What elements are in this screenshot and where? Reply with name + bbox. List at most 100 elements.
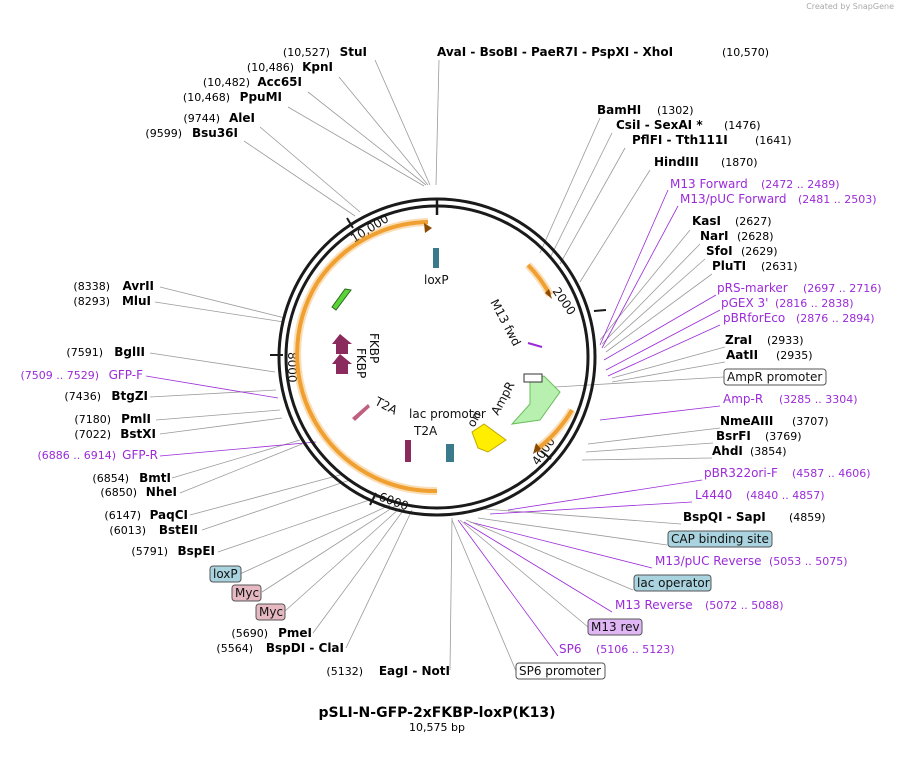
backbone bbox=[270, 197, 607, 517]
plasmid-length: 10,575 bp bbox=[409, 721, 465, 734]
left-primer-pos-0: (7509 .. 7529) bbox=[20, 369, 99, 382]
right-site-11: BsrFI bbox=[716, 429, 751, 443]
ampr-arrow bbox=[510, 375, 561, 425]
right-site-pos-1: (1476) bbox=[724, 119, 761, 132]
inner-label-ampr: AmpR bbox=[488, 379, 517, 417]
left-site-pos-17: (5690) bbox=[231, 627, 268, 640]
top-site-names: AvaI - BsoBI - PaeR7I - PspXI - XhoI bbox=[437, 45, 673, 59]
left-site-pos-10: (7180) bbox=[74, 413, 111, 426]
box-lac-operator: lac operator bbox=[633, 574, 712, 592]
right-primer-pos-7: (4840 .. 4857) bbox=[746, 489, 825, 502]
left-site-pos-19: (5132) bbox=[326, 665, 363, 678]
box-sp6-promoter: SP6 promoter bbox=[515, 662, 606, 680]
left-site-8: BglII bbox=[114, 345, 145, 359]
box-myc-2-label: Myc bbox=[259, 605, 283, 619]
box-myc-1: Myc bbox=[231, 584, 262, 602]
inner-features bbox=[331, 248, 561, 462]
left-site-12: BmtI bbox=[139, 471, 171, 485]
box-cap-binding-site: CAP binding site bbox=[667, 530, 773, 548]
plasmid-name: pSLI-N-GFP-2xFKBP-loxP(K13) bbox=[319, 705, 556, 721]
left-site-19: EagI - NotI bbox=[379, 664, 450, 678]
left-site-pos-2: (10,482) bbox=[203, 76, 250, 89]
right-site-4: KasI bbox=[692, 214, 721, 228]
right-site-12: AhdI bbox=[712, 444, 743, 458]
right-site-pos-3: (1870) bbox=[721, 156, 758, 169]
right-site-2: PflFI - Tth111I bbox=[632, 133, 728, 147]
inner-label-loxp: loxP bbox=[424, 273, 449, 287]
left-site-0: StuI bbox=[340, 45, 367, 59]
right-site-pos-9: (2935) bbox=[776, 349, 813, 362]
right-primer-pos-9: (5072 .. 5088) bbox=[705, 599, 784, 612]
inner-label-fkbp-2: FKBP bbox=[354, 348, 368, 378]
inner-label-fkbp-1: FKBP bbox=[367, 333, 381, 363]
right-site-13: BspQI - SapI bbox=[683, 510, 766, 524]
left-site-pos-16: (5791) bbox=[131, 545, 168, 558]
left-site-pos-6: (8338) bbox=[73, 280, 110, 293]
box-m13-rev-label: M13 rev bbox=[591, 620, 640, 634]
right-site-pos-8: (2933) bbox=[767, 334, 804, 347]
leader-lines bbox=[145, 59, 726, 672]
box-m13-rev: M13 rev bbox=[587, 618, 643, 636]
right-primer-5: Amp-R bbox=[723, 392, 763, 406]
left-site-pos-12: (6854) bbox=[92, 472, 129, 485]
right-site-pos-7: (2631) bbox=[761, 260, 798, 273]
inner-label-ori: ori bbox=[464, 409, 484, 429]
tick-2000-mark bbox=[593, 309, 607, 312]
left-site-3: PpuMI bbox=[240, 90, 282, 104]
loxP-feature bbox=[433, 248, 439, 268]
left-primer-0: GFP-F bbox=[109, 368, 144, 382]
box-cap-binding-site-label: CAP binding site bbox=[671, 532, 769, 546]
inner-label-t2a-2: T2A bbox=[413, 424, 438, 438]
top-site-pos: (10,570) bbox=[722, 46, 769, 59]
right-primer-pos-10: (5106 .. 5123) bbox=[596, 643, 675, 656]
inner-label-m13-fwd: M13 fwd bbox=[487, 297, 523, 349]
right-primer-pos-3: (2816 .. 2838) bbox=[775, 297, 854, 310]
left-site-pos-5: (9599) bbox=[145, 127, 182, 140]
right-site-6: SfoI bbox=[706, 244, 733, 258]
right-site-pos-12: (3854) bbox=[750, 445, 787, 458]
box-loxp: loxP bbox=[209, 565, 242, 583]
box-sp6-promoter-label: SP6 promoter bbox=[519, 664, 601, 678]
right-primer-pos-6: (4587 .. 4606) bbox=[792, 467, 871, 480]
left-site-10: PmlI bbox=[121, 412, 151, 426]
right-site-pos-0: (1302) bbox=[657, 104, 694, 117]
box-myc-2: Myc bbox=[255, 603, 286, 621]
right-site-5: NarI bbox=[700, 229, 729, 243]
left-site-pos-18: (5564) bbox=[216, 642, 253, 655]
right-site-pos-13: (4859) bbox=[789, 511, 826, 524]
left-site-4: AleI bbox=[229, 111, 255, 125]
tick-6000-mark bbox=[369, 492, 377, 506]
right-primer-1: M13/pUC Forward bbox=[680, 192, 787, 206]
left-primer-pos-1: (6886 .. 6914) bbox=[37, 449, 116, 462]
right-primer-4: pBRforEco bbox=[723, 311, 785, 325]
left-site-16: BspEI bbox=[177, 544, 215, 558]
box-lac-operator-label: lac operator bbox=[637, 576, 710, 590]
right-site-10: NmeAIII bbox=[720, 414, 773, 428]
snapgene-watermark: Created by SnapGene bbox=[806, 2, 894, 11]
left-primer-1: GFP-R bbox=[122, 448, 158, 462]
t2a-block bbox=[405, 440, 411, 462]
inner-label-t2a-1: T2A bbox=[372, 394, 401, 418]
myc-block bbox=[446, 444, 454, 462]
right-primer-pos-1: (2481 .. 2503) bbox=[798, 193, 877, 206]
right-site-pos-2: (1641) bbox=[755, 134, 792, 147]
left-site-pos-8: (7591) bbox=[66, 346, 103, 359]
orange-arrowheads bbox=[424, 223, 552, 454]
right-primer-pos-4: (2876 .. 2894) bbox=[796, 312, 875, 325]
box-loxp-label: loxP bbox=[213, 567, 238, 581]
left-site-pos-13: (6850) bbox=[100, 486, 137, 499]
right-primer-pos-5: (3285 .. 3304) bbox=[779, 393, 858, 406]
left-site-15: BstEII bbox=[159, 523, 198, 537]
right-site-9: AatII bbox=[726, 348, 758, 362]
left-site-pos-11: (7022) bbox=[74, 428, 111, 441]
ori-arrow bbox=[471, 423, 507, 453]
right-site-pos-6: (2629) bbox=[741, 245, 778, 258]
left-site-7: MluI bbox=[122, 294, 151, 308]
left-site-pos-7: (8293) bbox=[73, 295, 110, 308]
t2a-arrow-1 bbox=[352, 404, 370, 421]
left-site-14: PaqCI bbox=[150, 508, 188, 522]
right-site-pos-10: (3707) bbox=[792, 415, 829, 428]
tick-10000-mark bbox=[346, 217, 354, 229]
right-site-1: CsiI - SexAI * bbox=[616, 118, 703, 132]
